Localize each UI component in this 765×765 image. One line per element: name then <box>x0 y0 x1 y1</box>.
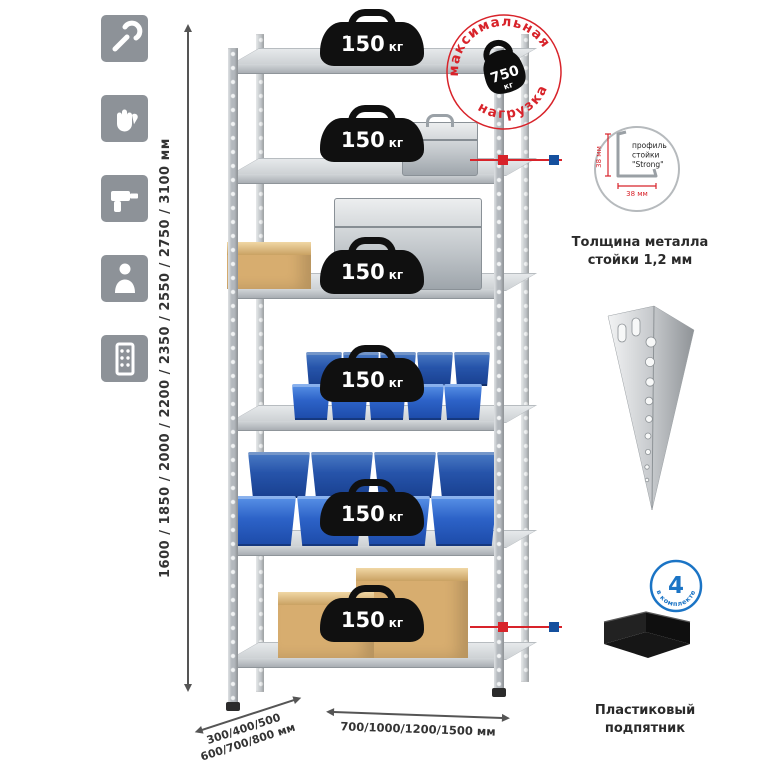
rack-post-back-left <box>256 34 264 692</box>
shelf-load-value: 150 <box>340 607 385 632</box>
foot-callout-line <box>470 626 562 628</box>
stamp-weight-handle <box>483 39 513 62</box>
foot-caption-line2: подпятник <box>604 720 686 736</box>
shelf-edge <box>228 64 504 74</box>
profile-vertical-dim-label: 38 мм <box>595 146 603 168</box>
person-icon <box>101 255 148 302</box>
profile-caption: Толщина металла стойки 1,2 мм <box>570 234 710 269</box>
blue-bin-large <box>431 496 497 546</box>
stamp-unit: кг <box>503 80 515 92</box>
blue-bin-large <box>230 496 296 546</box>
profile-cross-section <box>616 130 658 178</box>
post-body <box>607 305 695 511</box>
shelf-edge <box>228 546 504 556</box>
rack-post-front-left <box>228 48 238 704</box>
shelf-load-value: 150 <box>340 31 385 56</box>
gloves-icon <box>101 95 148 142</box>
badge-circle <box>649 559 703 613</box>
profile-caption-line2: стойки 1,2 мм <box>587 252 693 268</box>
shelf-load-unit: кг <box>388 376 404 390</box>
foot-rim-highlight <box>603 611 691 623</box>
wrench-icon-glyph <box>112 20 142 51</box>
shelf-load-unit: кг <box>388 616 404 630</box>
blue-bin-large <box>248 452 310 498</box>
shelf-edge <box>228 658 504 668</box>
gloves-icon-glyph <box>116 109 138 131</box>
blue-bin <box>444 384 482 420</box>
blue-bin <box>454 352 490 386</box>
height-dimension-arrow <box>184 24 192 692</box>
shelf-load-unit: кг <box>388 268 404 282</box>
profile-label-line3: "Strong" <box>632 160 664 169</box>
blue-marker <box>549 155 559 165</box>
foot-caption: Пластиковый подпятник <box>580 702 710 737</box>
rack-post-icon <box>101 335 148 382</box>
shelf-load-badge: 150 кг <box>320 22 424 66</box>
drill-icon-glyph <box>110 190 138 212</box>
post-holes <box>617 317 657 483</box>
profile-callout-line <box>470 159 562 161</box>
rack-post-back-right <box>521 34 529 682</box>
red-marker <box>498 622 508 632</box>
rack-foot <box>226 702 240 711</box>
drill-icon <box>101 175 148 222</box>
shelf-load-unit: кг <box>388 510 404 524</box>
shelf-edge <box>228 289 504 299</box>
shelf-load-unit: кг <box>388 40 404 54</box>
shelf-load-badge: 150 кг <box>320 358 424 402</box>
profile-label-line2: стойки <box>632 151 659 160</box>
cardboard-box-small <box>227 242 311 289</box>
stamp-weight-body <box>483 49 526 94</box>
foot-base <box>604 632 690 658</box>
rack-foot <box>492 688 506 697</box>
shelf-load-value: 150 <box>340 259 385 284</box>
rack-post-icon-glyph <box>115 342 134 375</box>
wrench-icon <box>101 15 148 62</box>
post-detail-image <box>607 305 695 511</box>
shelf-load-unit: кг <box>388 136 404 150</box>
included-count-badge: в комплекте 4 <box>649 559 703 613</box>
shelf-load-badge: 150 кг <box>320 598 424 642</box>
shelf-load-value: 150 <box>340 367 385 392</box>
foot-caption-line1: Пластиковый <box>594 703 696 718</box>
person-icon-glyph <box>114 263 135 293</box>
shelf-load-badge: 150 кг <box>320 492 424 536</box>
blue-bin-large <box>437 452 499 498</box>
foot-detail-image <box>603 611 691 658</box>
shelf-load-badge: 150 кг <box>320 118 424 162</box>
profile-horizontal-dim-label: 38 мм <box>626 190 648 198</box>
profile-label-line1: профиль <box>632 141 667 150</box>
shelf-load-value: 150 <box>340 127 385 152</box>
profile-caption-line1: Толщина металла <box>571 235 709 250</box>
shelf-load-badge: 150 кг <box>320 250 424 294</box>
width-dimension-arrow <box>330 710 506 720</box>
shelf-load-value: 150 <box>340 501 385 526</box>
rack-post-front-right <box>494 48 504 690</box>
height-dimension-label: 1600 / 1850 / 2000 / 2200 / 2350 / 2550 … <box>158 138 173 578</box>
badge-value: 4 <box>668 573 684 599</box>
profile-detail-diagram: 38 мм 38 мм профиль стойки "Strong" <box>594 126 680 212</box>
width-dimension-label: 700/1000/1200/1500 мм <box>340 719 496 739</box>
blue-marker <box>549 622 559 632</box>
red-marker <box>498 155 508 165</box>
profile-detail-circle <box>594 126 680 212</box>
shelf-edge <box>228 174 504 184</box>
shelf-edge <box>228 421 504 431</box>
